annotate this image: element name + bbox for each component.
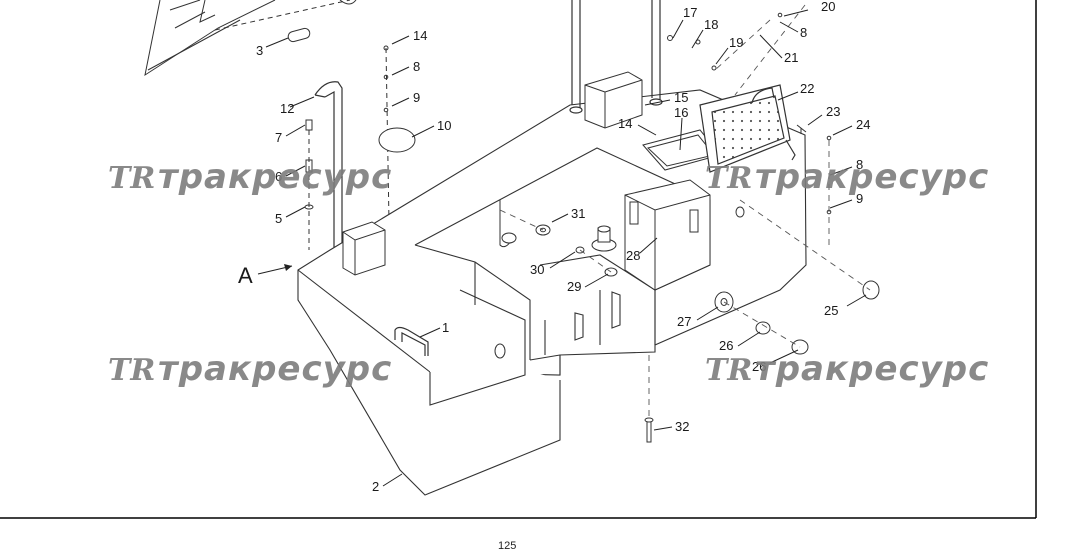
upper-box [584,71,643,129]
callout-31: 31 [571,206,585,221]
watermark-logo: TR [705,161,752,196]
callout-1: 1 [442,320,449,335]
watermark-text: тракресурс [755,157,989,197]
callout-10c: 8 [856,157,863,172]
callout-28: 28 [626,248,640,263]
watermark-logo: TR [108,161,155,196]
upper-left-panel-part [144,0,357,77]
frame-border [0,0,1037,519]
callout-11b: 9 [856,191,863,206]
callout-20: 20 [821,0,835,14]
callout-29: 29 [567,279,581,294]
callout-9: 14 [413,28,427,43]
callout-30: 30 [530,262,544,277]
callout-17: 17 [683,5,697,20]
part-22-perforated-lid [699,84,796,173]
callout-18: 18 [704,17,718,32]
part-32-bolt [644,417,654,443]
callout-12: 10 [437,118,451,133]
callout-27: 27 [677,314,691,329]
page-number: 125 [498,540,517,552]
watermark-logo: TR [108,353,155,388]
watermark-bottom-right: TR тракресурс [705,349,989,389]
watermark-logo: TR [705,353,752,388]
rear-box [342,221,386,276]
watermark-text: тракресурс [158,349,392,389]
part-14-access-frame [642,129,721,171]
callout-25: 25 [824,303,838,318]
arrow-a [284,264,292,271]
callout-23: 23 [826,104,840,119]
part-3-pin [287,27,311,43]
callout-19: 19 [729,35,743,50]
callout-24: 24 [856,117,870,132]
callout-leaders [257,9,867,487]
callout-10b: 8 [800,25,807,40]
watermark-bottom-left: TR тракресурс [108,349,392,389]
watermark-text: тракресурс [158,157,392,197]
callout-6: 6 [275,169,282,184]
watermark-text: тракресурс [755,349,989,389]
watermark-top-left: TR тракресурс [108,157,392,197]
part-28-bracket [624,179,711,291]
callout-8: 12 [280,101,294,116]
fittings-center [499,200,618,277]
callout-15: 15 [674,90,688,105]
callout-16: 16 [674,105,688,120]
callout-26a: 26 [719,338,733,353]
assembly-leader-lines [499,4,871,418]
callout-2: 2 [372,479,379,494]
view-label-a: A [238,263,253,288]
callout-labels: 3 12 7 6 5 14 8 9 10 A 1 2 17 18 19 20 8… [238,0,870,494]
callout-11a: 9 [413,90,420,105]
callout-21: 21 [784,50,798,65]
watermark-top-right: TR тракресурс [705,157,989,197]
callout-5: 5 [275,211,282,226]
callout-7: 7 [275,130,282,145]
part-1-handle [394,326,429,356]
callout-22: 22 [800,81,814,96]
callout-26b: 26 [752,359,766,374]
callout-32: 32 [675,419,689,434]
callout-3: 3 [256,43,263,58]
callout-10a: 8 [413,59,420,74]
callout-14: 14 [618,116,632,131]
upper-frame-tubes [569,0,663,114]
